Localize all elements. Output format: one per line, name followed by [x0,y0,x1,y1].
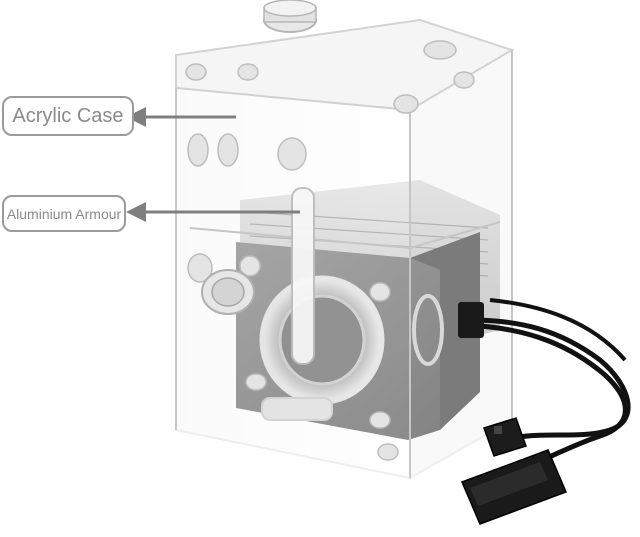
aluminium-armour-label: Aluminium Armour [2,195,126,232]
aluminium-armour-label-text: Aluminium Armour [6,205,122,222]
fan-cable [458,298,631,473]
aluminium-armour-arrow [126,202,300,222]
acrylic-case-label: Acrylic Case [2,96,134,136]
molex-connector [461,449,567,525]
acrylic-case-label-text: Acrylic Case [12,104,124,127]
pwm-connector [483,417,527,457]
acrylic-case-arrow [126,107,236,127]
acrylic-case [175,0,515,480]
